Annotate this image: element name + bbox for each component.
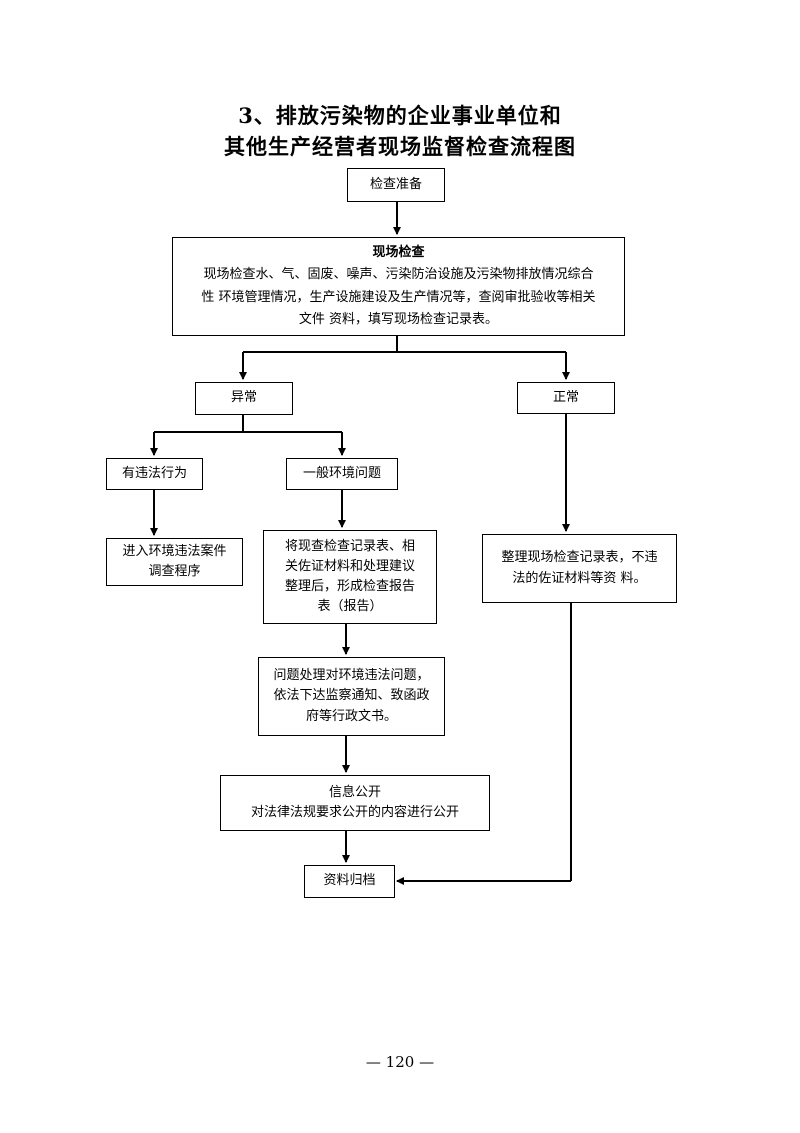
node-case-line-2: 调查程序 <box>148 564 201 579</box>
node-report-line-1: 将现查检查记录表、相 <box>284 538 415 554</box>
node-handle-line-1: 问题处理对环境违法问题， <box>273 668 430 684</box>
node-inspect-line-1: 现场检查水、气、固废、噪声、污染防治设施及污染物排放情况综合 <box>203 267 594 283</box>
node-disclose-line-1: 信息公开 <box>328 784 381 800</box>
node-violation-label: 有违法行为 <box>121 465 187 481</box>
node-general-label: 一般环境问题 <box>302 465 381 481</box>
node-case: 进入环境违法案件 调查程序 <box>106 538 243 586</box>
node-inspect-line-3: 文件 资料，填写现场检查记录表。 <box>298 311 499 327</box>
node-normal: 正常 <box>517 382 615 414</box>
node-report-line-4: 表（报告） <box>317 599 383 615</box>
title-line-2: 其他生产经营者现场监督检查流程图 <box>224 134 576 159</box>
node-archive: 资料归档 <box>304 865 395 898</box>
node-disclose-line-2: 对法律法规要求公开的内容进行公开 <box>250 805 459 820</box>
node-abnormal-label: 异常 <box>230 390 257 406</box>
node-report-line-2: 关佐证材料和处理建议 <box>284 558 415 574</box>
node-handle-line-3: 府等行政文书。 <box>305 708 397 724</box>
node-inspect-line-2: 性 环境管理情况，生产设施建设及生产情况等，查阅审批验收等相关 <box>201 289 596 305</box>
node-handle: 问题处理对环境违法问题， 依法下达监察通知、致函政 府等行政文书。 <box>258 657 445 736</box>
node-handle-line-2: 依法下达监察通知、致函政 <box>273 688 430 704</box>
node-report: 将现查检查记录表、相 关佐证材料和处理建议 整理后，形成检查报告 表（报告） <box>263 530 437 624</box>
node-violation: 有违法行为 <box>106 458 203 490</box>
node-prep-label: 检查准备 <box>369 176 422 192</box>
node-normal-doc: 整理现场检查记录表，不违 法的佐证材料等资 料。 <box>482 534 677 603</box>
node-abnormal: 异常 <box>195 382 293 415</box>
node-general: 一般环境问题 <box>286 458 398 490</box>
node-normal-doc-line-2: 法的佐证材料等资 料。 <box>512 570 647 586</box>
node-prep: 检查准备 <box>347 168 445 202</box>
node-inspect: 现场检查 现场检查水、气、固废、噪声、污染防治设施及污染物排放情况综合 性 环境… <box>172 237 625 336</box>
page-number: — 120 — <box>365 1053 435 1071</box>
node-archive-label: 资料归档 <box>323 873 376 889</box>
node-inspect-heading: 现场检查 <box>372 245 425 261</box>
node-report-line-3: 整理后，形成检查报告 <box>284 579 415 594</box>
node-disclose: 信息公开 对法律法规要求公开的内容进行公开 <box>220 775 490 831</box>
node-normal-doc-line-1: 整理现场检查记录表，不违 <box>501 550 658 566</box>
node-normal-label: 正常 <box>552 389 579 405</box>
node-case-line-1: 进入环境违法案件 <box>122 543 227 559</box>
title-line-1: 3、排放污染物的企业事业单位和 <box>238 103 562 128</box>
